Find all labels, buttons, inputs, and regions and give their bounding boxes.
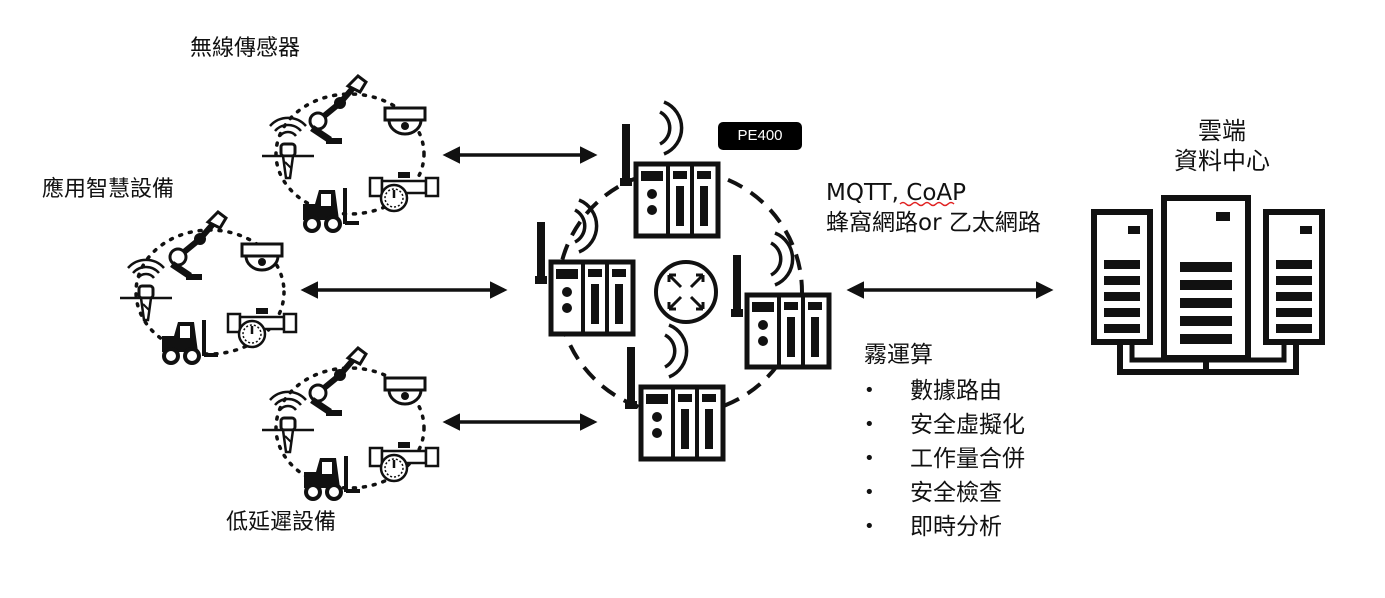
pipe-meter-icon: [368, 170, 440, 213]
label-protocol-line1: MQTT, CoAP: [826, 180, 966, 206]
label-protocol-line2: 蜂窩網路or 乙太網路: [826, 210, 1041, 236]
fog-gateway-ring: [535, 102, 829, 459]
list-item: 安全檢查: [862, 478, 1025, 512]
list-item: 安全虛擬化: [862, 410, 1025, 444]
pipe-meter-icon: [226, 306, 298, 349]
robot-arm-icon: [310, 348, 366, 416]
list-item: 數據路由: [862, 376, 1025, 410]
security-camera-icon: [383, 106, 427, 136]
gateway-device-icon: [620, 102, 718, 236]
gateway-device-icon: [731, 233, 829, 367]
gateway-device-icon: [535, 200, 633, 334]
forklift-icon: [160, 318, 220, 365]
cluster-wireless-sensors: [260, 76, 440, 233]
robot-arm-icon: [310, 76, 366, 144]
wireless-probe-icon: [118, 258, 174, 322]
fog-computing-list: 數據路由 安全虛擬化 工作量合併 安全檢查 即時分析: [862, 376, 1025, 546]
pipe-meter-icon: [368, 440, 440, 483]
label-protocols: MQTT, CoAP 蜂窩網路or 乙太網路: [826, 178, 1041, 238]
label-cloud-line1: 雲端: [1198, 117, 1246, 145]
router-icon: [654, 260, 718, 324]
forklift-icon: [302, 454, 362, 501]
forklift-icon: [301, 186, 361, 233]
cluster-low-latency: [260, 348, 440, 501]
label-low-latency-equipment: 低延遲設備: [226, 510, 337, 535]
wireless-probe-icon: [260, 390, 316, 454]
fog-computing-title: 霧運算: [864, 342, 933, 368]
label-cloud-line2: 資料中心: [1174, 147, 1270, 175]
cluster-smart-equipment: [118, 212, 298, 365]
security-camera-icon: [383, 376, 427, 406]
robot-arm-icon: [170, 212, 226, 280]
list-item: 即時分析: [862, 512, 1025, 546]
label-smart-equipment: 應用智慧設備: [42, 177, 175, 202]
label-wireless-sensors: 無線傳感器: [190, 36, 301, 61]
label-cloud-data-center: 雲端 資料中心: [1142, 116, 1302, 176]
server-rack-icon: [1094, 195, 1322, 375]
wireless-probe-icon: [260, 116, 316, 180]
list-item: 工作量合併: [862, 444, 1025, 478]
gateway-device-icon: [625, 325, 723, 459]
gateway-badge: PE400: [718, 122, 802, 150]
spell-underline: [899, 201, 955, 207]
